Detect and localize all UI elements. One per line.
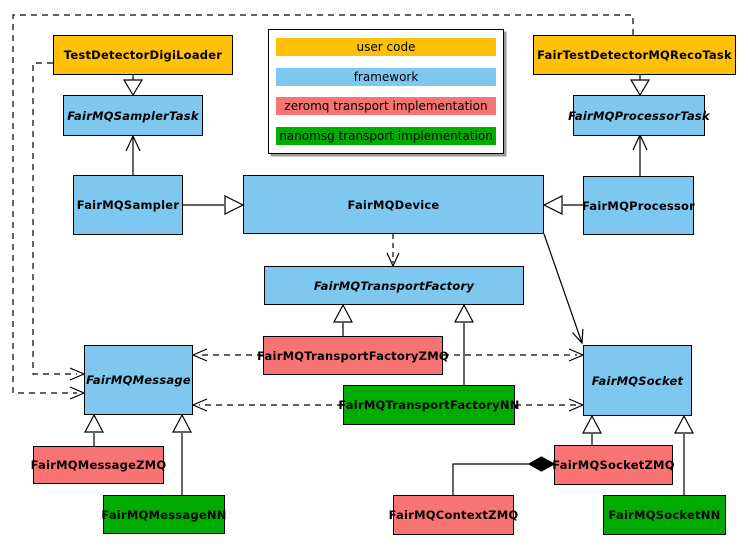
dependency-arrowhead: [191, 398, 208, 412]
legend-item-framework: framework: [276, 67, 496, 86]
node-fairmqmessagenn: FairMQMessageNN: [101, 495, 226, 534]
legend-item-nanomsg: nanomsg transport implementation: [276, 126, 496, 145]
composition-diamond: [527, 456, 556, 472]
edge-digiloader-to-message: [32, 62, 77, 375]
inheritance-triangle: [454, 303, 474, 323]
inheritance-triangle: [84, 413, 104, 433]
inheritance-triangle: [224, 195, 245, 215]
legend: user code framework zeromq transport imp…: [268, 29, 504, 154]
inheritance-triangle: [122, 79, 144, 97]
edge-recotask-to-message: [12, 14, 634, 394]
node-fairmqsocketzmq: FairMQSocketZMQ: [552, 445, 674, 485]
association-arrowhead: [572, 328, 584, 345]
node-fairtestdetectormqrecotask: FairTestDetectorMQRecoTask: [533, 35, 736, 75]
inheritance-triangle: [582, 414, 602, 434]
node-fairmqmessagezmq: FairMQMessageZMQ: [31, 446, 166, 484]
node-fairmqtransportfactorynn: FairMQTransportFactoryNN: [338, 385, 519, 425]
inheritance-triangle: [674, 414, 694, 434]
node-fairmqprocessor: FairMQProcessor: [582, 176, 695, 235]
legend-item-zeromq: zeromq transport implementation: [276, 97, 496, 116]
node-fairmqdevice: FairMQDevice: [243, 175, 544, 234]
association-arrowhead: [125, 134, 141, 152]
edge-device-to-socket: [543, 233, 583, 344]
node-fairmqsocket: FairMQSocket: [583, 345, 692, 416]
edge-socketzmq-to-contextzmq: [452, 463, 529, 495]
node-fairmqprocessortask: FairMQProcessorTask: [568, 95, 710, 136]
inheritance-triangle: [172, 413, 192, 433]
node-fairmqsamplertask: FairMQSamplerTask: [63, 95, 203, 136]
node-fairmqsampler: FairMQSampler: [73, 175, 183, 235]
legend-item-user-code: user code: [276, 38, 496, 56]
node-fairmqtransportfactoryzmq: FairMQTransportFactoryZMQ: [257, 336, 449, 375]
node-testdetectordigiloader: TestDetectorDigiLoader: [53, 35, 233, 75]
inheritance-triangle: [542, 195, 563, 215]
node-fairmqsocketnn: FairMQSocketNN: [603, 495, 726, 535]
node-fairmqmessage: FairMQMessage: [84, 345, 193, 415]
dependency-arrowhead: [191, 348, 208, 362]
inheritance-triangle: [333, 303, 353, 323]
inheritance-triangle: [629, 79, 651, 97]
node-fairmqtransportfactory: FairMQTransportFactory: [264, 266, 524, 305]
node-fairmqcontextzmq: FairMQContextZMQ: [389, 495, 518, 535]
